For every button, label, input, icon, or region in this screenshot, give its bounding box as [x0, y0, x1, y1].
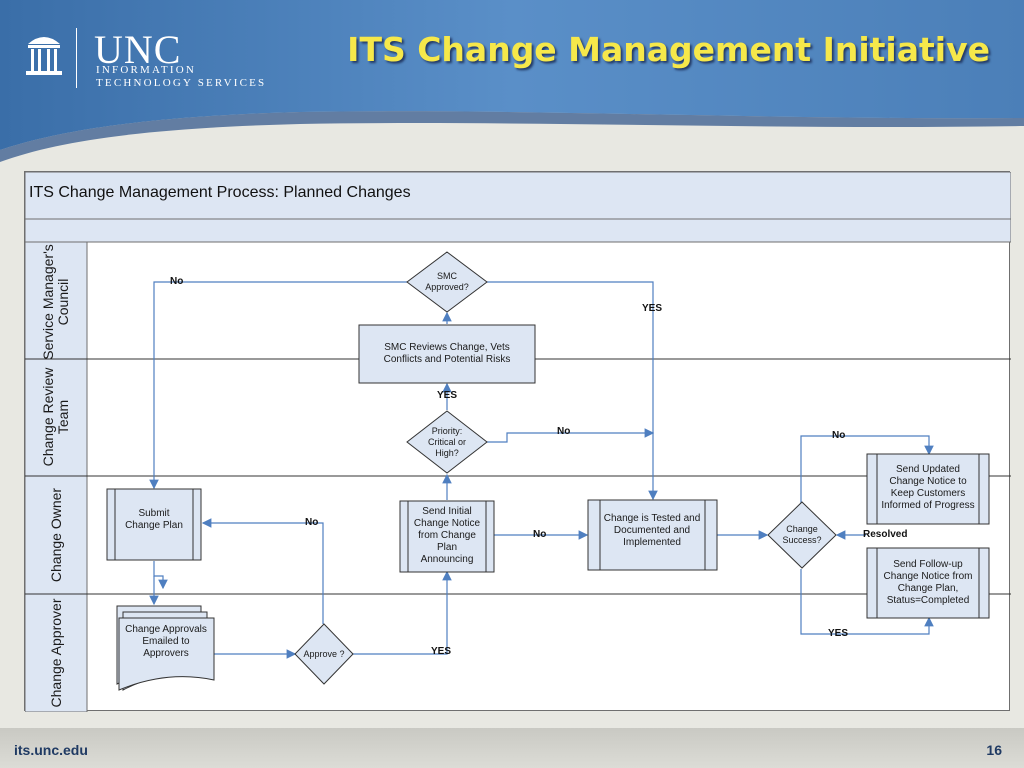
submit-plan-box — [106, 488, 202, 561]
slide-footer: its.unc.edu 16 — [0, 728, 1024, 768]
smc-approved-diamond — [406, 251, 488, 313]
diagram-subtitle-band — [25, 218, 1011, 243]
flow-nodes — [106, 251, 990, 691]
change-tested-box — [587, 499, 718, 571]
edge-label-approve-no: No — [305, 517, 319, 528]
lane-label-owner: Change Owner — [47, 487, 64, 583]
send-followup-label: Send Follow-up Change Notice from Change… — [883, 559, 973, 606]
flow-edges — [149, 281, 934, 659]
send-followup-box — [866, 547, 990, 619]
edge-submit-to-approvals — [153, 561, 168, 590]
approve-label: Approve ? — [303, 648, 345, 659]
edge-success-yes — [800, 569, 934, 635]
logo-divider — [76, 28, 77, 88]
send-initial-label: Send Initial Change Notice from Change P… — [413, 506, 481, 565]
slide-title: ITS Change Management Initiative — [347, 30, 990, 69]
edge-label-initial-no: No — [533, 529, 547, 540]
edge-success-no — [800, 435, 934, 503]
smc-approved-label: SMC Approved? — [425, 271, 469, 292]
process-diagram: ITS Change Management Process: Planned C… — [24, 171, 1011, 712]
lane-label-approver: Change Approver — [47, 598, 64, 708]
diagram-title-band — [25, 172, 1011, 220]
diagram-title: ITS Change Management Process: Planned C… — [29, 184, 411, 201]
edge-label-success-no: No — [832, 430, 846, 441]
edge-label-approve-yes: YES — [431, 646, 452, 657]
edge-label-smc-no: No — [170, 276, 184, 287]
footer-url[interactable]: its.unc.edu — [14, 742, 88, 758]
edge-label-smc-yes: YES — [642, 303, 663, 314]
priority-label: Priority: Critical or High? — [427, 425, 466, 458]
lane-header-column — [25, 241, 88, 712]
smc-reviews-label: SMC Reviews Change, Vets Conflicts and P… — [383, 342, 511, 365]
submit-plan-label: Submit Change Plan — [125, 508, 183, 531]
logo-mark: UNC — [94, 27, 182, 72]
diagram-graphics — [25, 172, 1011, 712]
edge-smc-yes — [487, 281, 658, 501]
lane-label-smc: Service Manager's Council — [40, 244, 71, 360]
header-background — [0, 0, 1024, 170]
edge-smc-no — [149, 281, 407, 490]
lane-label-review: Change Review Team — [40, 367, 71, 467]
edge-approve-no — [201, 518, 324, 624]
send-initial-box — [399, 500, 495, 573]
edge-label-resolved: Resolved — [863, 529, 908, 540]
page-number: 16 — [986, 742, 1002, 758]
edge-label-success-yes: YES — [828, 628, 849, 639]
approvals-emailed-label: Change Approvals Emailed to Approvers — [125, 624, 207, 659]
approvals-doc-front — [118, 617, 215, 691]
change-success-diamond — [767, 501, 837, 569]
smc-reviews-box — [358, 324, 536, 384]
edge-priority-no — [487, 428, 655, 443]
send-updated-box — [866, 453, 990, 525]
priority-diamond — [406, 410, 488, 474]
change-tested-label: Change is Tested and Documented and Impl… — [603, 513, 701, 548]
edge-label-priority-yes: YES — [437, 390, 458, 401]
slide-header: UNC INFORMATION TECHNOLOGY SERVICES ITS … — [0, 0, 1024, 170]
approve-diamond — [294, 623, 354, 685]
logo-line-1: INFORMATION — [96, 64, 196, 76]
edge-approve-yes — [353, 570, 452, 655]
old-well-icon — [26, 37, 62, 75]
edge-label-priority-no: No — [557, 426, 571, 437]
send-updated-label: Send Updated Change Notice to Keep Custo… — [881, 464, 975, 511]
change-success-label: Change Success? — [782, 524, 822, 545]
logo-line-2: TECHNOLOGY SERVICES — [96, 77, 267, 89]
unc-logo: UNC INFORMATION TECHNOLOGY SERVICES — [24, 26, 294, 96]
